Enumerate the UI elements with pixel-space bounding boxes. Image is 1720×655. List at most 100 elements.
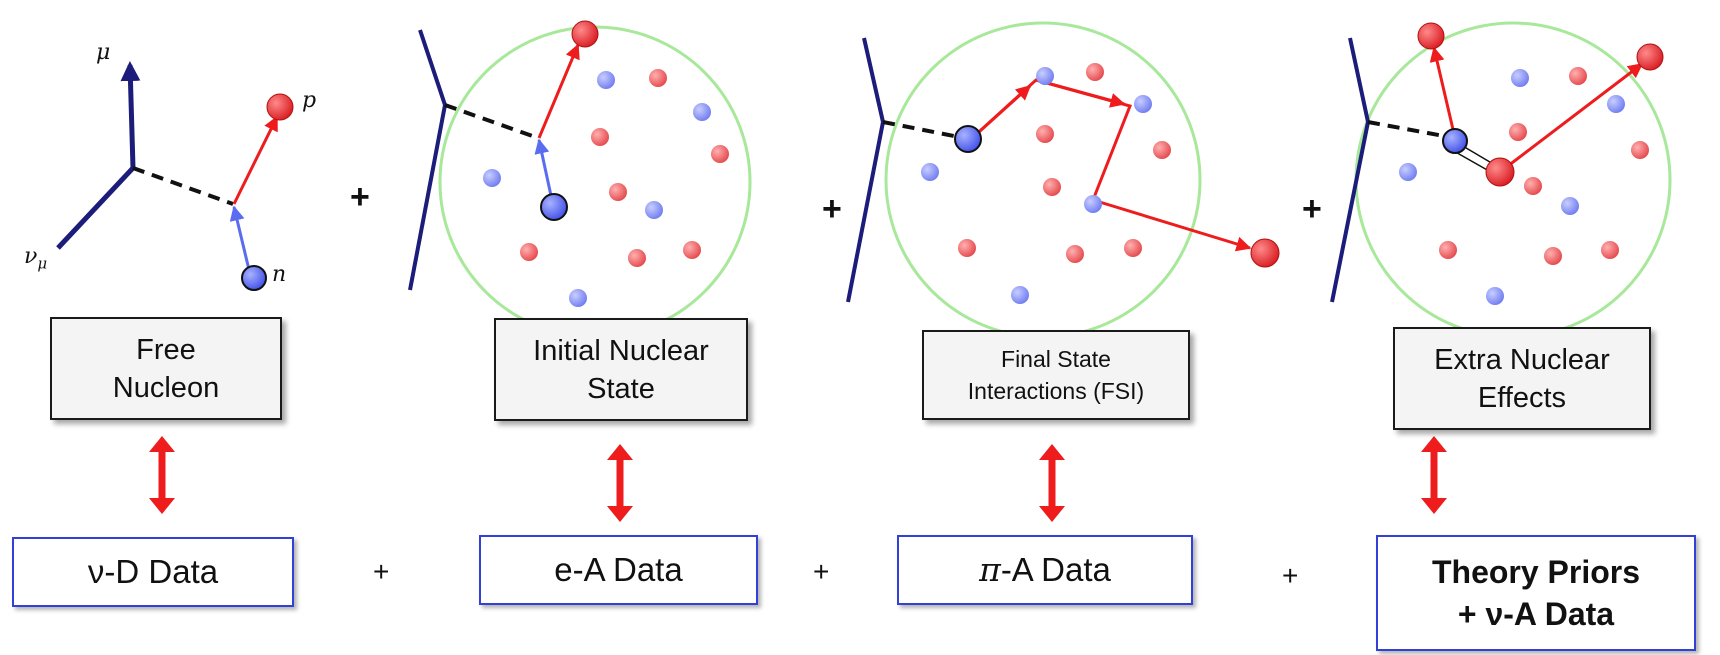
neutron <box>1399 163 1417 181</box>
proton <box>1439 241 1457 259</box>
plus-operator: + <box>1282 560 1299 591</box>
muon-line <box>862 37 885 123</box>
source-theory-priors-nu-a-data: Theory Priors + ν-A Data <box>1376 535 1696 651</box>
proton <box>628 249 646 267</box>
w-boson-line <box>444 103 539 140</box>
muon-label: μ <box>96 40 111 65</box>
neutron <box>597 71 615 89</box>
neutron <box>1486 287 1504 305</box>
plus-operator: + <box>350 178 370 216</box>
stage-fsi: Final State Interactions (FSI) <box>922 330 1190 420</box>
stage-free-nucleon: Free Nucleon <box>50 317 282 420</box>
neutrino-line <box>408 104 447 291</box>
double-arrow <box>1421 436 1447 514</box>
plus-operator: + <box>822 190 842 228</box>
ejected-proton <box>571 20 599 48</box>
proton <box>1124 239 1142 257</box>
nucleus-outline <box>1354 21 1672 339</box>
proton <box>958 239 976 257</box>
proton-arrow <box>1499 62 1644 174</box>
neutron <box>645 201 663 219</box>
bound-nucleons <box>921 63 1171 304</box>
proton <box>1569 67 1587 85</box>
proton <box>1036 125 1054 143</box>
neutron <box>1134 95 1152 113</box>
neutron <box>1084 195 1102 213</box>
free-nucleon-panel <box>56 61 294 291</box>
w-boson-line <box>882 120 955 138</box>
cascade-step <box>1035 78 1126 108</box>
bound-nucleons <box>1399 67 1649 305</box>
fsi-panel <box>846 21 1280 339</box>
correspondence-arrows <box>149 436 1447 522</box>
neutron-label: n <box>272 262 287 287</box>
partner-proton <box>1485 157 1515 187</box>
w-boson-line <box>132 166 234 206</box>
proton <box>1043 178 1061 196</box>
neutron-arrow <box>229 205 252 275</box>
proton-label: p <box>302 88 317 113</box>
neutrino-label: νμ <box>24 244 47 272</box>
source-e-a-data: e-A Data <box>479 535 758 605</box>
stage-initial-nuclear-state: Initial Nuclear State <box>494 318 748 421</box>
ejected-proton <box>1636 43 1664 71</box>
struck-nucleon <box>540 193 568 221</box>
source-pi-a-data: π-A Data <box>897 535 1193 605</box>
neutrino-line <box>56 166 135 250</box>
neutron <box>569 289 587 307</box>
neutron <box>483 169 501 187</box>
proton-circle <box>266 93 294 121</box>
neutron <box>693 103 711 121</box>
neutrino-line <box>846 121 885 303</box>
struck-nucleon <box>954 125 982 153</box>
plus-operator: + <box>373 556 390 587</box>
double-arrow <box>1039 444 1065 522</box>
proton <box>1601 241 1619 259</box>
proton <box>1509 123 1527 141</box>
bound-nucleons <box>483 69 729 307</box>
proton-arrow <box>537 43 580 139</box>
proton <box>1066 245 1084 263</box>
proton <box>1524 177 1542 195</box>
struck-nucleon <box>1442 128 1468 154</box>
source-nu-d-data: ν-D Data <box>12 537 294 607</box>
proton <box>683 241 701 259</box>
pi-symbol: π <box>979 550 1001 589</box>
proton <box>591 128 609 146</box>
neutrino-line <box>1330 121 1370 303</box>
proton <box>1631 141 1649 159</box>
neutron <box>921 163 939 181</box>
plus-operator: + <box>1302 190 1322 228</box>
muon-line <box>1348 37 1370 123</box>
proton <box>1086 63 1104 81</box>
neutron <box>1511 69 1529 87</box>
double-arrow <box>607 444 633 522</box>
initial-state-panel <box>408 20 752 339</box>
neutron <box>1011 286 1029 304</box>
neutron <box>1036 67 1054 85</box>
pi-a-label: -A Data <box>1000 551 1111 588</box>
fsi-exit-arrow <box>1092 198 1252 252</box>
plus-operator: + <box>813 556 830 587</box>
exiting-proton <box>1250 238 1280 268</box>
extra-effects-panel <box>1330 21 1672 339</box>
proton <box>1153 141 1171 159</box>
proton <box>711 145 729 163</box>
double-arrow <box>149 436 175 514</box>
proton <box>520 243 538 261</box>
proton-arrow <box>1429 46 1457 139</box>
cascade-step <box>968 84 1032 142</box>
neutron-circle <box>241 265 267 291</box>
neutrino-symbol: ν <box>24 244 38 269</box>
stage-extra-nuclear-effects: Extra Nuclear Effects <box>1393 327 1651 430</box>
neutron <box>1561 197 1579 215</box>
neutrino-flavor-subscript: μ <box>37 254 48 273</box>
proton <box>1544 247 1562 265</box>
proton <box>609 183 627 201</box>
muon-line <box>120 61 141 169</box>
proton-arrow <box>232 115 279 205</box>
neutron <box>1607 95 1625 113</box>
w-boson-line <box>1367 120 1445 138</box>
muon-line <box>418 29 447 106</box>
